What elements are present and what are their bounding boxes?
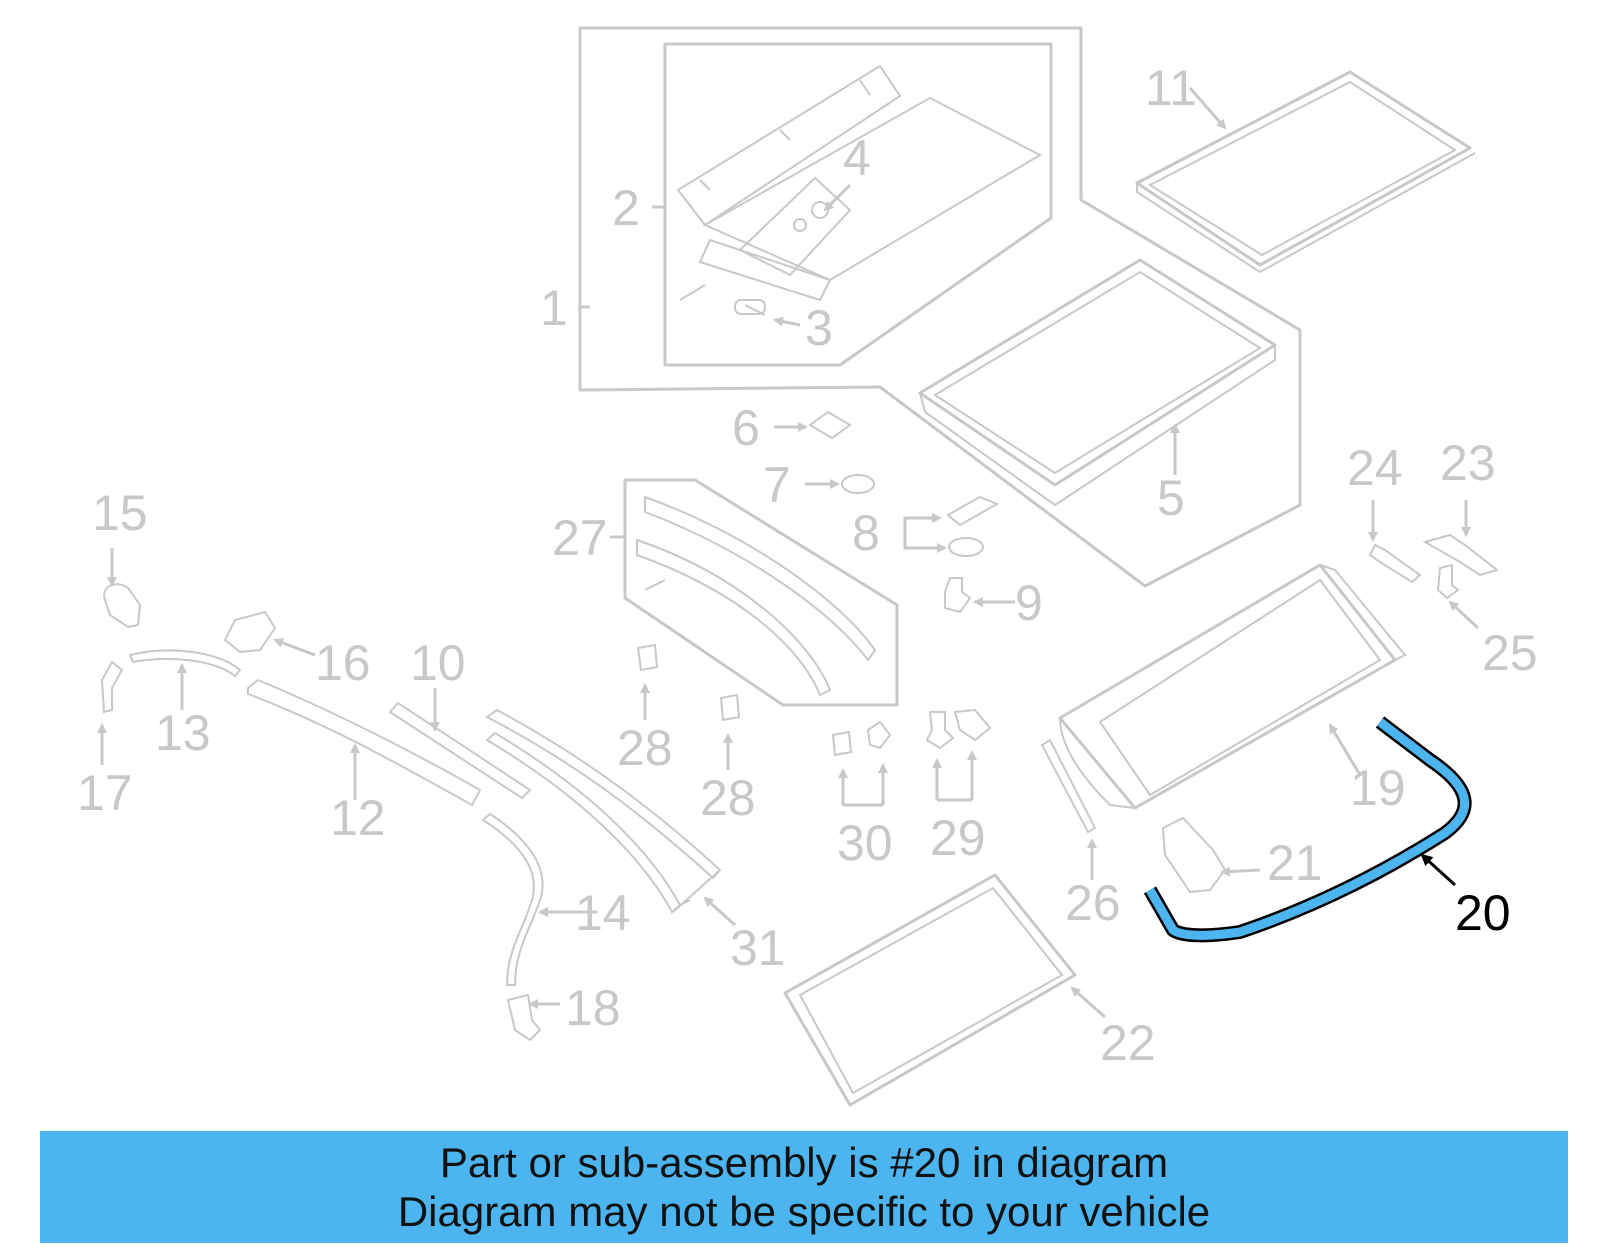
label-14: 14 — [575, 885, 631, 941]
label-30: 30 — [837, 815, 893, 871]
part-20-highlighted-seal — [1143, 716, 1472, 943]
left-trim-parts — [100, 583, 722, 1042]
part-22-rear-glass — [783, 873, 1077, 1107]
label-17: 17 — [77, 765, 133, 821]
label-8: 8 — [852, 505, 880, 561]
part-1-roof-panel-assembly — [578, 26, 1302, 588]
label-22: 22 — [1100, 1015, 1156, 1071]
label-3: 3 — [805, 300, 833, 356]
info-banner: Part or sub-assembly is #20 in diagram D… — [40, 1131, 1568, 1243]
label-29: 29 — [930, 810, 986, 866]
small-clips-6-9 — [808, 410, 1000, 614]
label-25: 25 — [1482, 625, 1538, 681]
part-11-roof-glass — [1135, 70, 1476, 274]
label-16: 16 — [315, 635, 371, 691]
banner-line-2: Diagram may not be specific to your vehi… — [397, 1188, 1211, 1235]
small-parts-21-26 — [1040, 533, 1500, 894]
label-28a: 28 — [617, 720, 673, 776]
label-24: 24 — [1347, 440, 1403, 496]
label-11: 11 — [1145, 60, 1197, 116]
label-1: 1 — [540, 280, 568, 336]
banner-line-1: Part or sub-assembly is #20 in diagram — [439, 1139, 1169, 1186]
label-19: 19 — [1350, 760, 1406, 816]
clips-28-30 — [636, 643, 992, 757]
label-15: 15 — [92, 485, 148, 541]
label-26: 26 — [1065, 875, 1121, 931]
label-13: 13 — [155, 705, 211, 761]
label-7: 7 — [763, 457, 791, 513]
label-10: 10 — [410, 635, 466, 691]
label-2: 2 — [612, 180, 640, 236]
label-5: 5 — [1157, 470, 1185, 526]
label-4: 4 — [843, 130, 871, 186]
label-23: 23 — [1440, 435, 1496, 491]
label-20: 20 — [1455, 885, 1511, 941]
label-28b: 28 — [700, 770, 756, 826]
label-12: 12 — [330, 790, 386, 846]
label-9: 9 — [1015, 575, 1043, 631]
callout-labels: 1 2 3 4 5 6 7 8 9 10 11 12 13 14 15 16 1… — [77, 60, 1538, 1071]
label-18: 18 — [565, 980, 621, 1036]
part-19-hatch-glass — [1058, 563, 1407, 810]
label-27: 27 — [552, 510, 608, 566]
label-21: 21 — [1267, 835, 1323, 891]
label-31: 31 — [730, 920, 786, 976]
part-27-rail-assembly — [623, 478, 899, 707]
leader-lines — [97, 87, 1480, 1019]
label-6: 6 — [732, 400, 760, 456]
